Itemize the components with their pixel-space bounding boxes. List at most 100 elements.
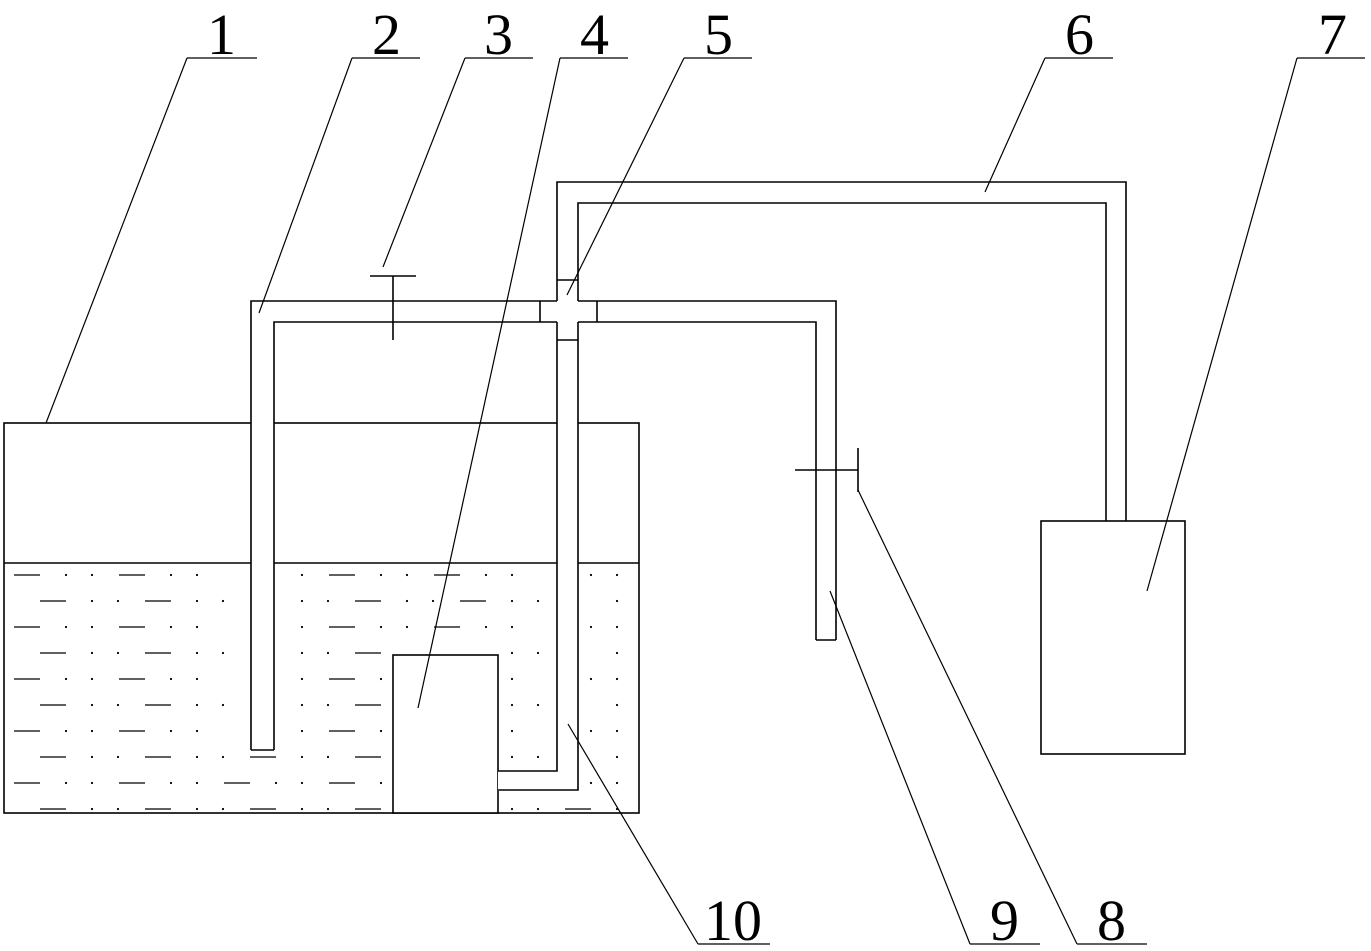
water-dot <box>589 781 593 785</box>
water-dot <box>195 573 199 577</box>
water-dot <box>90 573 94 577</box>
water-dot <box>64 729 68 733</box>
water-dot <box>405 599 409 603</box>
water-dot <box>536 599 540 603</box>
water-dot <box>615 729 619 733</box>
water-dot <box>221 651 225 655</box>
water-dot <box>379 625 383 629</box>
label-3: 3 <box>484 2 513 67</box>
water-dot <box>221 807 225 811</box>
water-dot <box>221 703 225 707</box>
water-dot <box>64 625 68 629</box>
water-dot <box>510 625 514 629</box>
pump <box>392 654 499 814</box>
water-dot <box>300 807 304 811</box>
water-dot <box>300 703 304 707</box>
water-dot <box>379 677 383 681</box>
water-dot <box>536 807 540 811</box>
water-dot <box>169 729 173 733</box>
water-dot <box>326 703 330 707</box>
water-dot <box>195 625 199 629</box>
water-dot <box>405 625 409 629</box>
label-8: 8 <box>1097 888 1126 951</box>
water-dot <box>326 599 330 603</box>
label-10: 10 <box>704 888 762 951</box>
water-dot <box>221 599 225 603</box>
water-dot <box>90 625 94 629</box>
valve-8 <box>795 448 859 492</box>
water-dot <box>64 573 68 577</box>
water-dot <box>589 729 593 733</box>
water-dot <box>536 703 540 707</box>
water-dot <box>510 729 514 733</box>
water-dot <box>169 573 173 577</box>
water-dot <box>536 651 540 655</box>
water-dot <box>615 703 619 707</box>
water-dot <box>379 781 383 785</box>
water-dot <box>379 573 383 577</box>
water-dot <box>195 807 199 811</box>
water-dot <box>300 729 304 733</box>
water-dot <box>90 651 94 655</box>
water-dot <box>615 573 619 577</box>
water-dot <box>195 755 199 759</box>
water-dot <box>589 573 593 577</box>
water-dot <box>510 755 514 759</box>
water-dot <box>116 651 120 655</box>
water-dot <box>300 625 304 629</box>
water-dot <box>116 755 120 759</box>
water-dot <box>90 729 94 733</box>
water-dot <box>405 573 409 577</box>
water-dot <box>90 781 94 785</box>
water-dot <box>615 651 619 655</box>
label-1: 1 <box>207 2 236 67</box>
water-dot <box>195 651 199 655</box>
label-9: 9 <box>990 888 1019 951</box>
water-dot <box>510 573 514 577</box>
water-dot <box>484 573 488 577</box>
tank <box>3 422 640 814</box>
number-labels: 1 2 3 4 5 6 7 8 9 10 <box>207 2 1347 951</box>
valve-3 <box>370 275 416 340</box>
water-dot <box>116 599 120 603</box>
label-4: 4 <box>580 2 609 67</box>
water-dot <box>615 781 619 785</box>
water-dot <box>326 651 330 655</box>
water-dot <box>589 677 593 681</box>
water-dot <box>615 625 619 629</box>
water-dot <box>484 625 488 629</box>
container-7 <box>1040 520 1186 755</box>
water-dot <box>300 599 304 603</box>
water-dot <box>195 781 199 785</box>
water-dot <box>195 729 199 733</box>
water-dot <box>615 599 619 603</box>
water-dot <box>510 677 514 681</box>
water-dot <box>90 703 94 707</box>
water-dot <box>510 807 514 811</box>
label-6: 6 <box>1065 2 1094 67</box>
water-dot <box>300 573 304 577</box>
water-dot <box>90 755 94 759</box>
water-dot <box>221 755 225 759</box>
label-2: 2 <box>372 2 401 67</box>
water-dot <box>169 677 173 681</box>
water-dot <box>195 677 199 681</box>
water-dot <box>510 703 514 707</box>
water-dot <box>116 703 120 707</box>
water-dot <box>379 729 383 733</box>
water-dot <box>589 625 593 629</box>
water-dot <box>64 677 68 681</box>
water-dot <box>431 599 435 603</box>
pipe-9 <box>597 300 837 641</box>
water-dot <box>510 651 514 655</box>
water-dot <box>195 599 199 603</box>
water-dot <box>169 625 173 629</box>
water-dot <box>195 703 199 707</box>
pipe-10 <box>498 340 579 791</box>
water-dot <box>90 677 94 681</box>
water-dot <box>64 781 68 785</box>
water-dot <box>90 807 94 811</box>
water-dot <box>90 599 94 603</box>
label-5: 5 <box>704 2 733 67</box>
water-dot <box>116 807 120 811</box>
